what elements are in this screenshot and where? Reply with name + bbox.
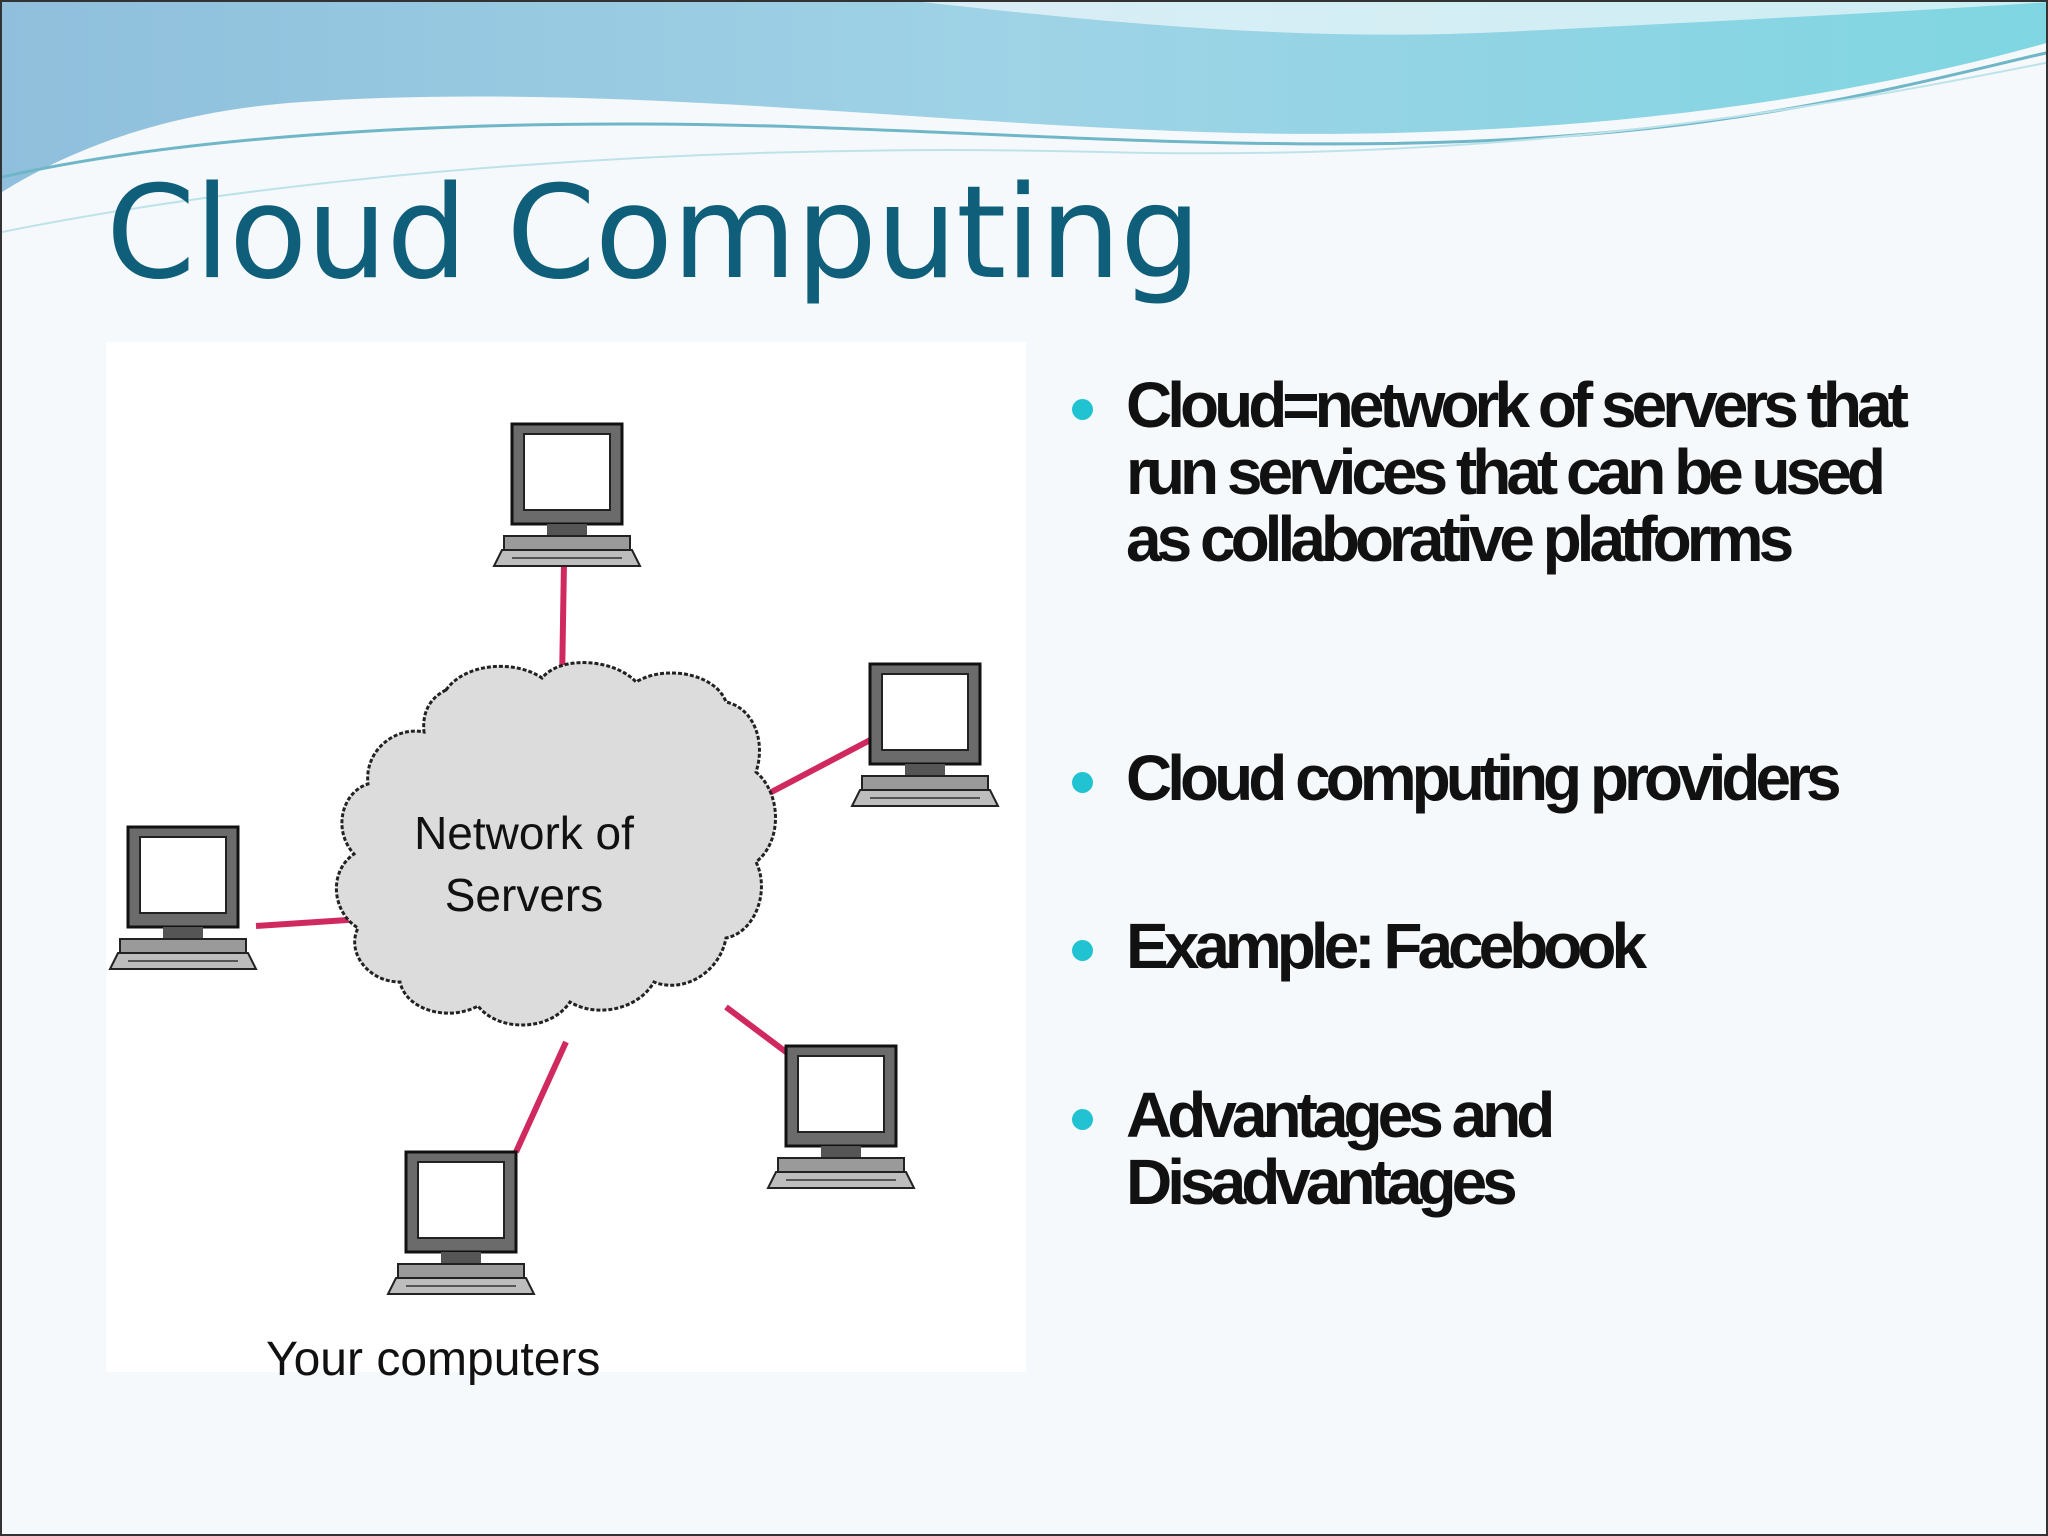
- bullet-text: Advantages and Disadvantages: [1126, 1079, 1555, 1218]
- bullet-dot-icon: [1072, 1109, 1093, 1130]
- slide-title: Cloud Computing: [106, 159, 1201, 308]
- link-right: [760, 735, 876, 800]
- bullet-item: Cloud=network of servers that run servic…: [1062, 372, 1922, 573]
- computer-right-icon: [850, 662, 1000, 808]
- diagram-caption: Your computers: [266, 1333, 601, 1386]
- bullet-dot-icon: [1072, 772, 1093, 793]
- cloud-label-line1: Network of: [414, 807, 634, 859]
- computer-bottom-right-icon: [766, 1044, 916, 1190]
- bullet-item: Advantages and Disadvantages: [1062, 1082, 1922, 1216]
- bullet-item: Cloud computing providers: [1062, 745, 1922, 812]
- bullet-dot-icon: [1072, 399, 1093, 420]
- link-bottom-left: [513, 1040, 569, 1154]
- decorative-wave-header: [2, 2, 2046, 233]
- network-diagram-canvas: [108, 422, 1000, 1296]
- computer-top-icon: [492, 422, 642, 568]
- bullet-text: Example: Facebook: [1126, 910, 1647, 982]
- cloud-icon: [334, 661, 777, 1027]
- bullet-text: Cloud computing providers: [1126, 742, 1842, 814]
- cloud-label-line2: Servers: [444, 869, 604, 921]
- computer-bottom-left-icon: [386, 1150, 536, 1296]
- link-top: [559, 561, 567, 683]
- bullet-item: Example: Facebook: [1062, 913, 1922, 980]
- computer-left-icon: [108, 825, 258, 971]
- network-diagram: Network of Servers Your computers: [106, 342, 1026, 1386]
- bullet-text: Cloud=network of servers that run servic…: [1126, 369, 1909, 575]
- bullet-dot-icon: [1072, 940, 1093, 961]
